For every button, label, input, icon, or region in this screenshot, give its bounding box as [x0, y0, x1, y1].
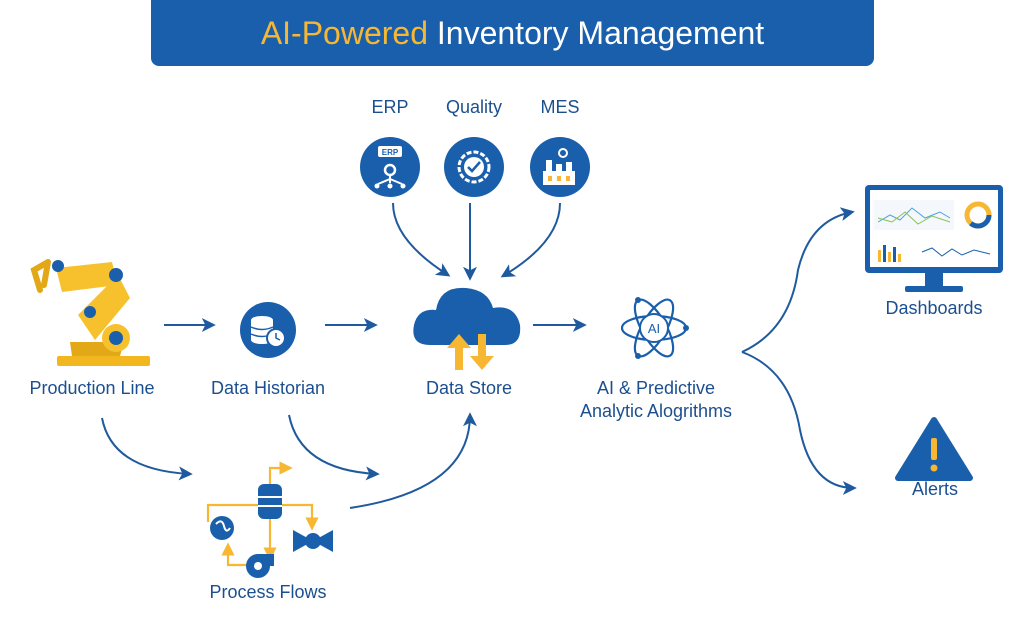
- process-flow-icon: [206, 461, 333, 578]
- erp-icon-text: ERP: [382, 148, 399, 157]
- title-accent: AI-Powered: [260, 15, 428, 51]
- arrow-production-to-process: [101, 417, 193, 481]
- arrow-historian-to-process: [288, 414, 380, 481]
- arrow-erp-to-store: [392, 202, 451, 277]
- title-rest: Inventory Management: [428, 15, 765, 51]
- data-historian-label: Data Historian: [210, 378, 326, 398]
- connectors: [101, 202, 857, 509]
- dashboards-label: Dashboards: [885, 298, 983, 318]
- monitor-dashboard-icon: [865, 185, 1003, 292]
- title-banner: AI-Powered Inventory Management: [151, 0, 874, 66]
- erp-icon: ERP: [360, 137, 420, 197]
- robotic-arm-icon: [30, 259, 150, 366]
- quality-label: Quality: [445, 97, 503, 117]
- cloud-sync-icon: [413, 287, 521, 370]
- process-flows-label: Process Flows: [209, 582, 327, 602]
- production-line-label: Production Line: [29, 378, 155, 398]
- ai-label-line1: AI & Predictive: [596, 378, 716, 398]
- arrow-mes-to-store: [500, 202, 561, 278]
- warning-triangle-icon: [895, 417, 973, 481]
- quality-badge-icon: [444, 137, 504, 197]
- alerts-label: Alerts: [911, 479, 958, 499]
- factory-icon: [530, 137, 590, 197]
- database-clock-icon: [240, 302, 296, 358]
- mes-label: MES: [540, 97, 580, 117]
- arrow-process-to-store: [349, 412, 477, 509]
- ai-label-line2: Analytic Alogrithms: [579, 401, 733, 421]
- ai-atom-icon: AI: [620, 297, 689, 359]
- data-store-label: Data Store: [425, 378, 513, 398]
- arrow-ai-to-dashboards: [741, 207, 855, 353]
- arrow-ai-to-alerts: [741, 351, 857, 495]
- erp-label: ERP: [371, 97, 409, 117]
- ai-icon-text: AI: [648, 321, 660, 336]
